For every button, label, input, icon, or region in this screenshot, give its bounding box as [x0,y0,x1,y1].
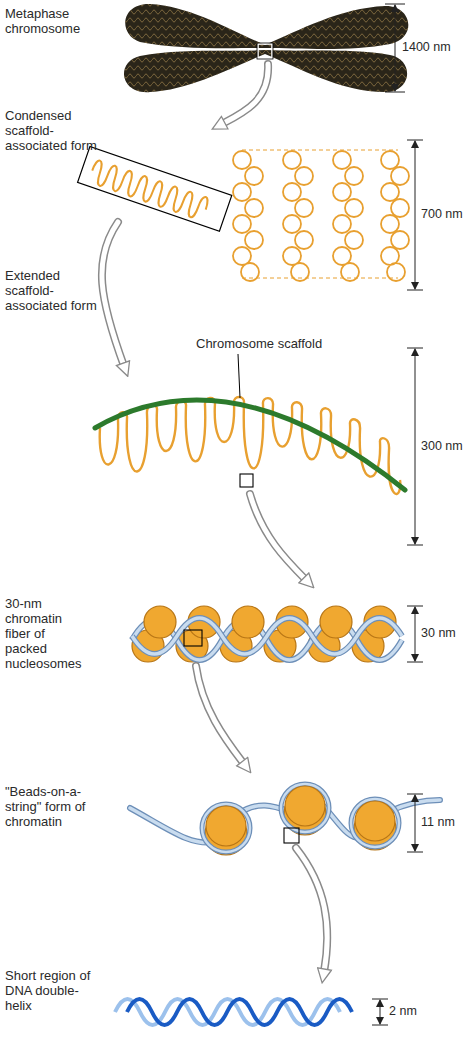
dimension-300 [407,348,423,545]
dimension-label: 2 nm [389,1004,437,1019]
dna-strand [127,999,352,1025]
nucleosome [144,606,176,638]
chromatin-loops [88,159,209,221]
zoom-box [184,630,202,646]
dimension-tick [407,794,423,852]
loop-column [333,151,363,281]
dimension-tick [407,606,423,662]
loop-column [381,151,409,281]
chromatid [125,4,408,49]
zoom-arrow [102,222,124,366]
dimension-tick [407,140,423,290]
zoom-arrow-outline [222,64,268,124]
wrapped-dna-outline [202,804,250,852]
zoom-arrow-outline [250,494,306,580]
dimension-tick [407,348,423,545]
dimension-line [395,5,396,91]
wrapped-dna [202,804,250,852]
chromatin-loops [100,397,401,494]
zoom-arrow [250,494,306,580]
inset-group [78,147,232,232]
zoom-arrow [196,666,244,764]
dimension-line [415,349,416,544]
zoom-box [257,43,273,59]
loop-column [283,151,313,281]
dna-double-helix [115,999,352,1025]
dimension-tick [372,999,388,1025]
leader-line [238,354,240,398]
chromosome-scaffold [95,400,405,490]
wrapped-dna-outline [351,799,399,847]
dimension-label: 11 nm [421,815,469,830]
dimension-line [380,1000,381,1024]
scaffold-dashes [242,278,398,279]
zoom-arrow [296,848,327,972]
part-label: Metaphase chromosome [5,6,90,36]
condensed-form [78,147,409,281]
dimension-11 [407,794,423,852]
histone-core [206,806,246,846]
zoom-box [284,828,299,843]
zoom-arrow-outline [196,666,244,764]
dimension-label: 1400 nm [402,40,468,55]
wrapped-dna-outline [281,784,329,832]
part-label: "Beads-on-a-string" form of chromatin [5,784,95,829]
part-label: Extended scaffold-associated form [5,268,110,313]
nucleosome [320,606,352,638]
histone-core [285,786,325,826]
part-label: Chromosome scaffold [196,336,346,351]
zoom-box [240,474,253,487]
zoom-arrow-outline [296,848,327,972]
wrapped-dna [351,799,399,847]
scaffold-dashes [242,150,398,151]
histone-core [355,801,395,841]
part-label: 30-nm chromatin fiber of packed nucleoso… [5,596,85,671]
beads-on-string [130,784,440,855]
dimension-line [415,607,416,661]
linker-dna-outline [132,618,402,654]
loop-column [233,151,263,281]
wrapped-dna [281,784,329,832]
part-label: Condensed scaffold-associated form [5,108,110,153]
part-label: Short region of DNA double-helix [5,968,93,1013]
dimension-line [415,795,416,851]
nucleosome [232,606,264,638]
dimension-label: 30 nm [421,626,469,641]
dimension-700 [407,140,423,290]
zoom-box [258,44,272,58]
linker-dna [132,618,402,654]
zoom-arrow [222,64,268,124]
chromatin-fiber [132,606,402,662]
inset-box [78,147,232,232]
zoom-arrow-outline [102,222,124,366]
dimension-line [415,141,416,289]
dimension-2 [372,999,388,1025]
dimension-30 [407,606,423,662]
dimension-label: 300 nm [421,439,469,454]
chromatid-texture [125,4,408,49]
dimension-label: 700 nm [421,207,469,222]
extended-form [95,354,405,494]
